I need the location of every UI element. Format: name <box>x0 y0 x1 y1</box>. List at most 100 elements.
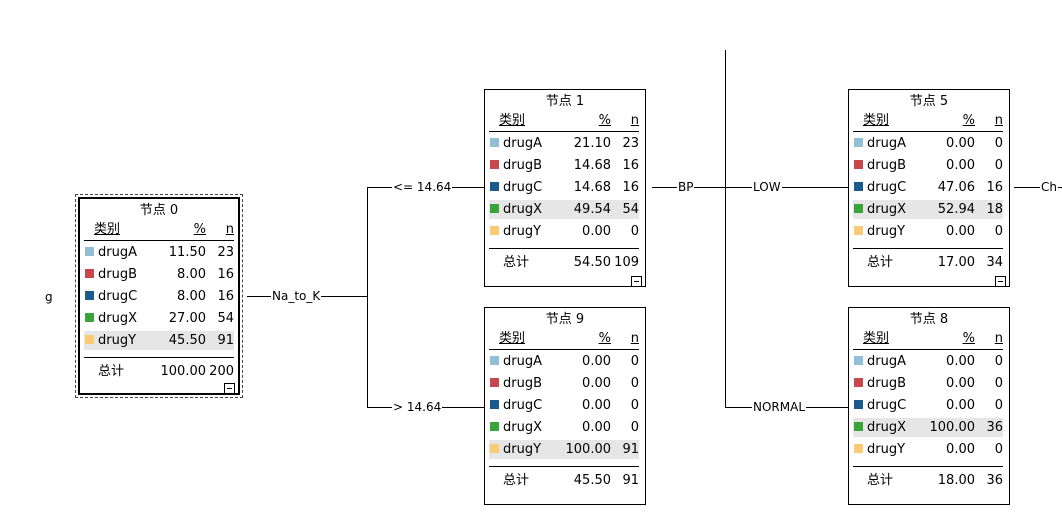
category-name: drugC <box>867 180 907 195</box>
total-count: 34 <box>986 255 1003 270</box>
category-percent: 21.10 <box>573 136 611 151</box>
category-count: 0 <box>630 224 639 239</box>
total-percent: 45.50 <box>573 473 611 488</box>
category-name: drugX <box>867 202 906 217</box>
category-percent: 0.00 <box>582 398 611 413</box>
total-row: 总计 45.50 91 <box>489 471 639 490</box>
color-swatch-icon <box>854 160 863 169</box>
color-swatch-icon <box>854 356 863 365</box>
total-percent: 100.00 <box>160 364 207 379</box>
category-name: drugA <box>98 245 137 260</box>
color-swatch-icon <box>854 204 863 213</box>
collapse-toggle-icon[interactable] <box>631 276 642 287</box>
total-label: 总计 <box>503 255 530 270</box>
category-count: 0 <box>630 376 639 391</box>
total-label: 总计 <box>867 473 894 488</box>
category-name: drugY <box>98 333 137 348</box>
header-separator <box>853 349 1003 350</box>
category-name: drugB <box>98 267 138 282</box>
connector-line <box>652 187 848 188</box>
connector-line <box>1014 187 1062 188</box>
category-percent: 0.00 <box>946 442 975 457</box>
header-category: 类别 <box>499 113 526 128</box>
total-label: 总计 <box>503 473 530 488</box>
collapse-toggle-icon[interactable] <box>995 276 1006 287</box>
split-variable-bp: BP <box>677 180 695 194</box>
total-percent: 18.00 <box>937 473 975 488</box>
header-percent: % <box>193 222 206 237</box>
category-percent: 49.54 <box>573 202 611 217</box>
color-swatch-icon <box>85 269 94 278</box>
total-separator <box>853 466 1003 467</box>
color-swatch-icon <box>854 378 863 387</box>
category-count: 0 <box>994 376 1003 391</box>
color-swatch-icon <box>490 160 499 169</box>
category-percent: 52.94 <box>937 202 975 217</box>
category-name: drugC <box>867 398 907 413</box>
color-swatch-icon <box>490 400 499 409</box>
total-count: 91 <box>622 473 639 488</box>
collapse-toggle-icon[interactable] <box>224 383 235 394</box>
category-count: 16 <box>622 158 639 173</box>
category-percent: 0.00 <box>946 158 975 173</box>
category-percent: 14.68 <box>573 158 611 173</box>
category-percent: 8.00 <box>177 267 206 282</box>
category-count: 16 <box>217 289 234 304</box>
category-count: 16 <box>986 180 1003 195</box>
category-name: drugY <box>867 224 906 239</box>
total-separator <box>489 248 639 249</box>
header-n: n <box>630 113 639 128</box>
color-swatch-icon <box>85 247 94 256</box>
branch-label-low: LOW <box>752 180 782 194</box>
branch-label-normal: NORMAL <box>752 400 807 414</box>
header-n: n <box>225 222 234 237</box>
node-title: 节点 9 <box>545 312 585 327</box>
category-name: drugY <box>867 442 906 457</box>
category-count: 36 <box>986 420 1003 435</box>
category-count: 0 <box>630 398 639 413</box>
header-category: 类别 <box>94 222 121 237</box>
color-swatch-icon <box>490 204 499 213</box>
category-percent: 0.00 <box>582 354 611 369</box>
color-swatch-icon <box>490 226 499 235</box>
clipped-left-label: g <box>45 290 53 304</box>
category-name: drugA <box>503 136 542 151</box>
category-name: drugY <box>503 224 542 239</box>
category-percent: 0.00 <box>582 224 611 239</box>
category-name: drugB <box>503 376 543 391</box>
node-header-row: 类别%n <box>853 329 1003 348</box>
category-count: 16 <box>622 180 639 195</box>
header-category: 类别 <box>863 331 890 346</box>
category-name: drugX <box>867 420 906 435</box>
header-separator <box>853 131 1003 132</box>
category-count: 0 <box>994 136 1003 151</box>
category-count: 91 <box>622 442 639 457</box>
node-title: 节点 5 <box>909 94 949 109</box>
category-count: 0 <box>630 420 639 435</box>
category-name: drugY <box>503 442 542 457</box>
category-name: drugX <box>503 420 542 435</box>
connector-line <box>725 50 726 408</box>
node-header-row: 类别%n <box>489 111 639 130</box>
node-header-row: 类别% n <box>84 220 234 239</box>
category-percent: 0.00 <box>582 376 611 391</box>
